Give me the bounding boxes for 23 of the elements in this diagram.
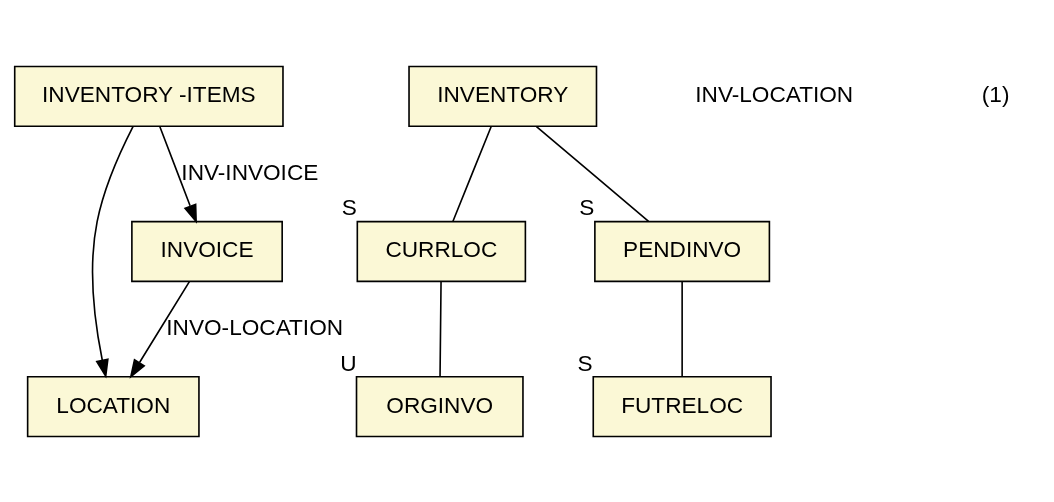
connector xyxy=(452,125,492,222)
node-box: INVOICE xyxy=(131,220,283,282)
node-box: FUTRELOC xyxy=(592,375,772,437)
node-label: U xyxy=(340,350,357,376)
node-label: S xyxy=(579,194,595,220)
node-box: INVENTORY xyxy=(408,65,598,127)
node-box: PENDINVO xyxy=(594,220,771,282)
node-box: CURRLOC xyxy=(356,220,527,282)
node-box: LOCATION xyxy=(26,375,200,437)
node-label: S xyxy=(577,350,593,376)
label: INV-LOCATION xyxy=(695,81,854,107)
node-box: INVENTORY -ITEMS xyxy=(13,65,284,127)
connector xyxy=(681,280,683,377)
connector xyxy=(535,125,650,222)
edge-label: INV-INVOICE xyxy=(181,159,319,185)
node-box: ORGINVO xyxy=(355,375,524,437)
connector xyxy=(439,280,442,377)
arrow xyxy=(91,125,134,379)
label: (1) xyxy=(981,81,1010,107)
arrow xyxy=(159,125,197,224)
edge-label: INVO-LOCATION xyxy=(166,314,344,340)
arrow xyxy=(129,280,191,379)
node-label: S xyxy=(341,194,357,220)
